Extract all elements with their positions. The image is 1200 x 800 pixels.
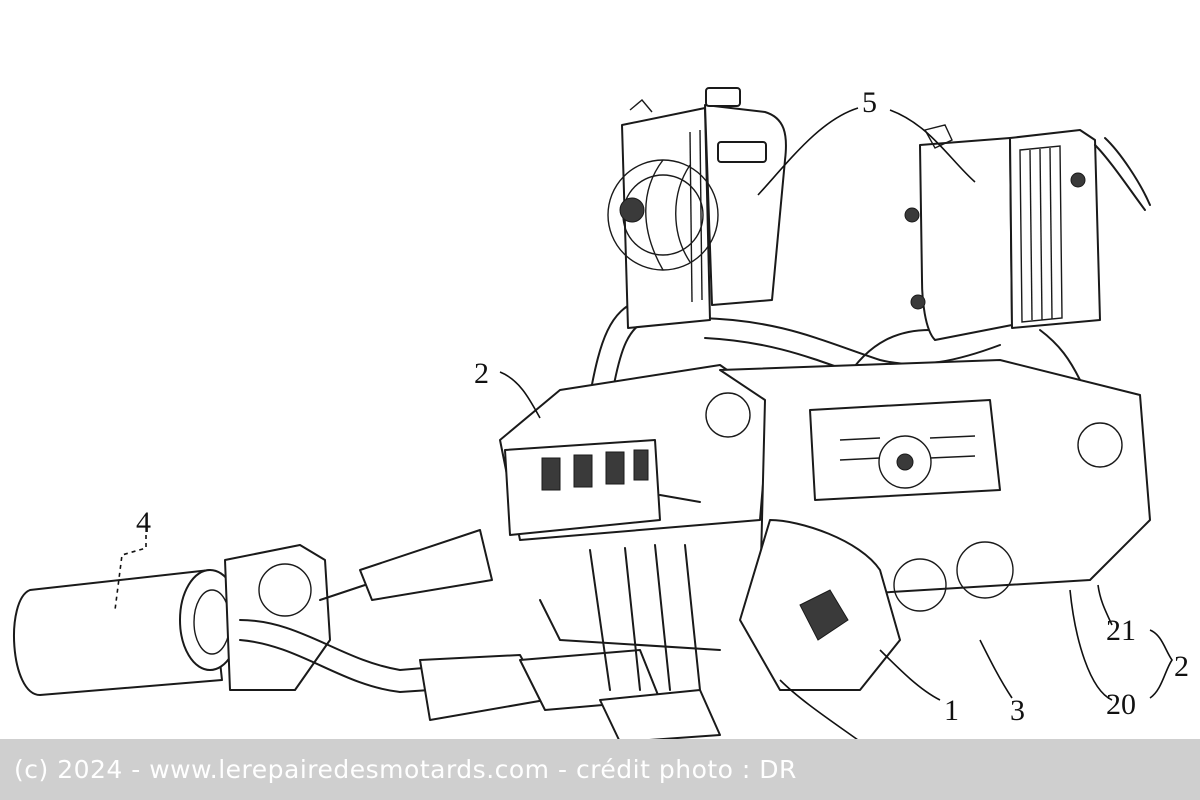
label-engine-head: 2 [474,357,489,390]
label-group: 2 [1174,650,1189,683]
label-block: 1 [944,694,959,727]
credit-bar: (c) 2024 - www.lerepairedesmotards.com -… [0,739,1200,800]
right-radiator [904,124,1151,341]
photo-credit: (c) 2024 - www.lerepairedesmotards.com -… [14,755,797,784]
valve-cover-ribs [541,449,649,491]
exhaust-system [13,529,721,743]
left-radiator [607,87,787,329]
label-radiator: 5 [862,86,877,119]
label-muffler: 4 [136,506,151,539]
engine-block [499,359,1151,691]
label-part-21: 21 [1106,614,1136,647]
leader-lines [114,107,1173,741]
label-part-20: 20 [1106,688,1136,721]
label-pipe-right: 3 [1010,694,1025,727]
